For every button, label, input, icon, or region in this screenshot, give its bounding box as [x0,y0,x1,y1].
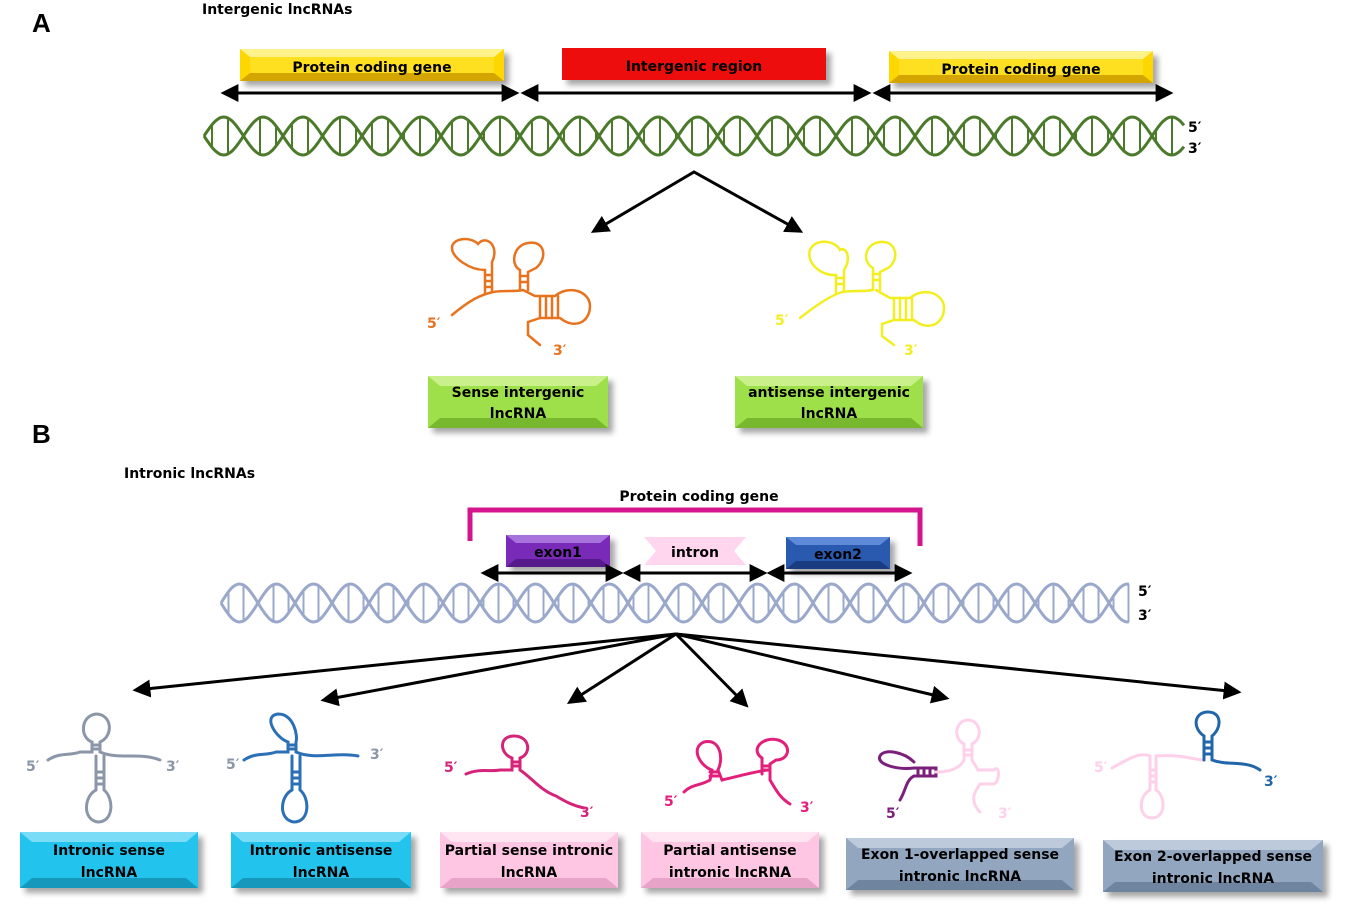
exon2-overlapped-lncrna-box: Exon 2-overlapped sense intronic lncRNA [1103,840,1323,892]
exon2-label: exon2 [814,547,862,563]
sense-rna-3-prime: 3′ [553,343,567,359]
antisense-rna-5-prime: 5′ [775,313,789,329]
helix-a-3-prime: 3′ [1188,141,1202,157]
antisense-rna-3-prime: 3′ [904,343,918,359]
protein-coding-gene-box-right: Protein coding gene [889,51,1153,83]
exon2-overlapped-5-prime: 5′ [1094,760,1108,776]
intronic-antisense-3-prime: 3′ [370,747,384,763]
exon1-overlapped-rna-structure [878,718,1000,814]
helix-strand [202,115,1186,157]
partial-sense-intronic-lncrna-box: Partial sense intronic lncRNA [440,832,618,888]
sense-intergenic-lncrna-box: Sense intergenic lncRNA [428,376,608,428]
panel-b-heading: Intronic lncRNAs [124,466,255,482]
exon1-box: exon1 [506,535,610,567]
sense-intergenic-line2: lncRNA [490,406,547,422]
partial-antisense-line2: intronic lncRNA [669,865,791,881]
exon1-overlapped-5-prime: 5′ [886,806,900,822]
dna-helix-intronic [219,582,1130,624]
partial-sense-5-prime: 5′ [444,760,458,776]
intergenic-region-label: Intergenic region [626,59,763,75]
protein-coding-gene-label-right: Protein coding gene [941,62,1100,78]
intronic-antisense-lncrna-box: Intronic antisense lncRNA [231,832,411,888]
intron-box: intron [644,537,746,565]
intronic-sense-3-prime: 3′ [166,759,180,775]
helix-b-5-prime: 5′ [1138,584,1152,600]
dna-helix-intergenic [202,115,1186,157]
exon2-overlapped-line2: intronic lncRNA [1152,871,1274,887]
exon2-overlapped-3-prime: 3′ [1264,774,1278,790]
intronic-sense-lncrna-box: Intronic sense lncRNA [20,832,198,888]
sense-intergenic-rna-structure [450,237,592,347]
intronic-sense-rna-structure [46,712,162,824]
protein-coding-gene-label-left: Protein coding gene [292,60,451,76]
helix-a-5-prime: 5′ [1188,120,1202,136]
partial-antisense-intronic-rna-structure [682,737,792,806]
antisense-intergenic-lncrna-box: antisense intergenic lncRNA [735,376,923,428]
antisense-intergenic-line2: lncRNA [801,406,858,422]
partial-sense-line2: lncRNA [501,865,558,881]
panel-a-heading: Intergenic lncRNAs [202,2,352,18]
intronic-antisense-line2: lncRNA [293,865,350,881]
panel-a-label: A [32,8,51,38]
partial-sense-line1: Partial sense intronic [445,843,613,859]
partial-sense-intronic-rna-structure [464,734,586,810]
sense-intergenic-line1: Sense intergenic [452,385,585,401]
intronic-antisense-rna-structure [242,712,360,824]
antisense-intergenic-line1: antisense intergenic [748,385,910,401]
intron-label: intron [671,545,719,561]
intronic-antisense-5-prime: 5′ [226,757,240,773]
panel-b-label: B [32,419,51,449]
exon2-box: exon2 [786,537,890,569]
intronic-sense-5-prime: 5′ [26,759,40,775]
protein-coding-gene-box-left: Protein coding gene [240,49,504,81]
exon1-overlapped-3-prime: 3′ [998,806,1012,822]
partial-sense-3-prime: 3′ [580,805,594,821]
intronic-antisense-line1: Intronic antisense [250,843,393,859]
transcription-arrows-b [132,632,1242,708]
exon1-overlapped-line1: Exon 1-overlapped sense [861,847,1059,863]
partial-antisense-intronic-lncrna-box: Partial antisense intronic lncRNA [641,832,819,888]
protein-coding-gene-bracket [467,507,923,546]
exon2-overlapped-rna-structure [1110,710,1262,820]
partial-antisense-line1: Partial antisense [663,843,796,859]
antisense-intergenic-rna-structure [798,240,946,347]
transcription-arrows-a [590,170,804,233]
exon1-label: exon1 [534,545,582,561]
partial-antisense-3-prime: 3′ [800,800,814,816]
intronic-sense-line1: Intronic sense [53,843,165,859]
intergenic-region-box: Intergenic region [562,48,826,80]
exon1-overlapped-line2: intronic lncRNA [899,869,1021,885]
helix-strand [202,115,1186,157]
gene-bracket-label: Protein coding gene [619,489,778,505]
intronic-sense-line2: lncRNA [81,865,138,881]
sense-rna-5-prime: 5′ [427,316,441,332]
exon1-overlapped-lncrna-box: Exon 1-overlapped sense intronic lncRNA [846,838,1074,890]
helix-b-3-prime: 3′ [1138,608,1152,624]
partial-antisense-5-prime: 5′ [664,794,678,810]
exon2-overlapped-line1: Exon 2-overlapped sense [1114,849,1312,865]
